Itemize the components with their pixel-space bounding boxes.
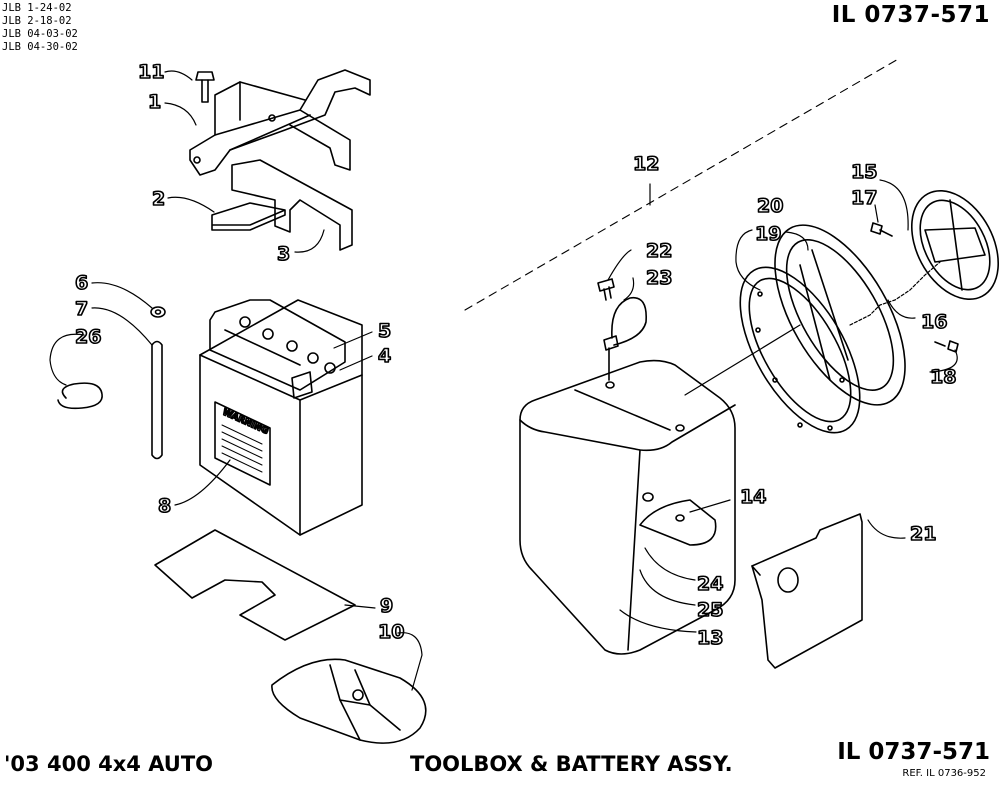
battery [199,299,363,536]
callout-14: 14 [740,486,766,508]
callout-10: 10 [378,621,404,643]
callout-17: 17 [851,187,877,209]
vent-tube [151,340,163,460]
callout-12: 12 [633,153,659,175]
callout-16: 16 [921,311,947,333]
callout-2: 2 [152,188,165,210]
callout-3: 3 [277,243,290,265]
header-illustration-id: IL 0737-571 [831,2,990,28]
hold-down-channel [231,159,353,251]
reference-id: REF. IL 0736-952 [902,768,986,779]
battery-pad [211,202,286,231]
callout-6: 6 [75,272,88,294]
hose-clamp [57,382,103,410]
callout-20: 20 [757,195,783,217]
model-name: '03 400 4x4 AUTO [4,752,214,776]
warning-label: WARNING [221,408,270,437]
assembly-title: TOOLBOX & BATTERY ASSY. [410,752,733,776]
callout-24: 24 [697,573,723,595]
center-line [464,57,901,311]
battery-cover [271,658,427,744]
screw-17 [870,222,893,237]
callout-5: 5 [378,320,391,342]
tether-cord [849,261,941,326]
nut [150,306,166,318]
callout-4: 4 [378,345,391,367]
callout-13: 13 [697,627,723,649]
lid-ring [739,266,861,434]
bolt [195,71,215,103]
callout-22: 22 [646,240,672,262]
leader-lines [49,70,958,691]
callout-15: 15 [851,161,877,183]
revision-line-3: JLB 04-03-02 [2,28,78,40]
hold-down-bracket [189,69,371,176]
revision-line-1: JLB 1-24-02 [2,2,72,14]
toolbox-body [519,359,736,655]
callout-11: 11 [138,61,164,83]
callout-9: 9 [380,595,393,617]
callout-18: 18 [930,366,956,388]
revision-line-4: JLB 04-30-02 [2,41,78,53]
footer-illustration-id: IL 0737-571 [837,739,990,765]
callout-21: 21 [910,523,936,545]
callout-1: 1 [148,91,161,113]
revision-line-2: JLB 2-18-02 [2,15,72,27]
door-panel [751,513,863,669]
lid-cap [910,189,1000,301]
callout-8: 8 [158,495,171,517]
callout-7: 7 [75,298,88,320]
battery-tray-pad [154,529,356,641]
callout-25: 25 [697,599,723,621]
callout-26: 26 [75,326,101,348]
screw [597,278,615,301]
lid-frame [774,224,906,406]
callout-19: 19 [755,223,781,245]
callout-23: 23 [646,267,672,289]
clip [603,296,647,381]
